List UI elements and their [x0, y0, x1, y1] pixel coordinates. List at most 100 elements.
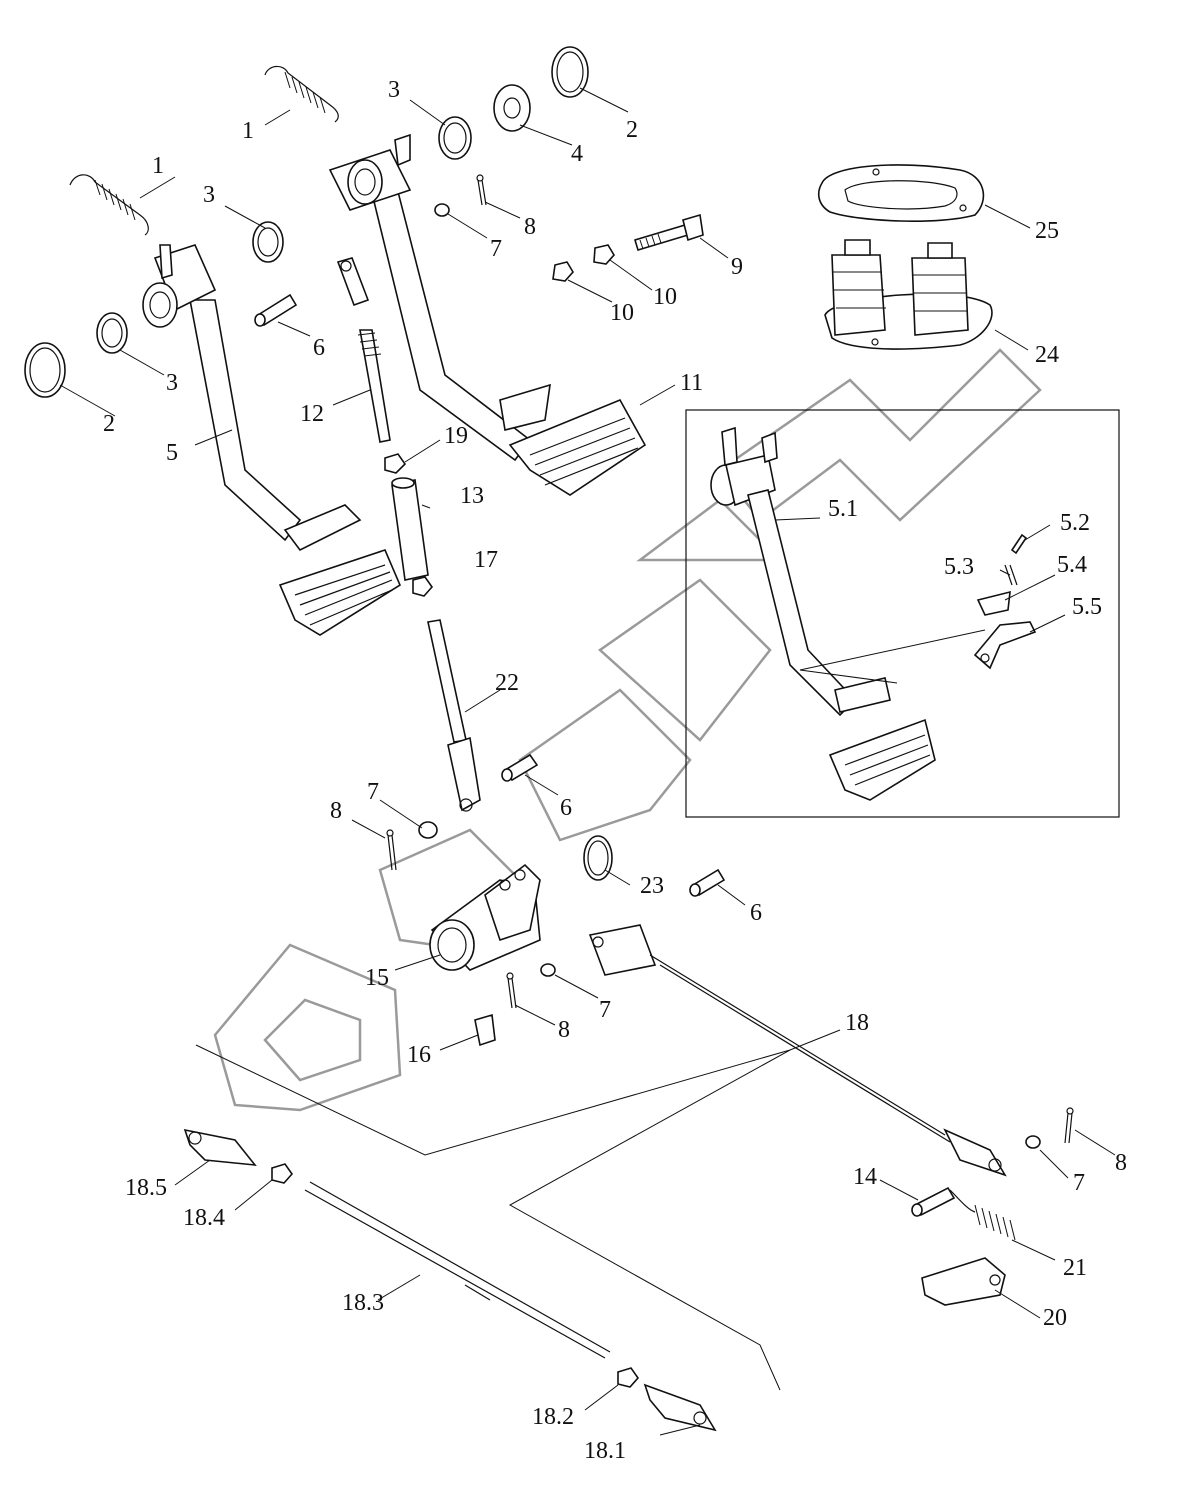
pin-14	[911, 1186, 956, 1217]
callout-3-right: 3	[388, 77, 400, 103]
callout-10-a: 10	[653, 284, 677, 310]
callout-10-b: 10	[610, 300, 634, 326]
washer-7-low	[540, 963, 556, 977]
callout-6-low: 6	[750, 900, 762, 926]
callout-7-right: 7	[1073, 1170, 1085, 1196]
grease-fitting-16	[474, 1013, 496, 1047]
rod-18-3	[304, 1181, 611, 1359]
bolt-9	[634, 213, 704, 251]
pedal-5	[142, 244, 402, 636]
callout-3-left-a: 3	[166, 370, 178, 396]
washer-7-mid	[418, 821, 438, 839]
spring-1-right	[264, 65, 339, 123]
callout-21: 21	[1063, 1255, 1087, 1281]
callout-18-5: 18.5	[125, 1175, 167, 1201]
callout-17: 17	[474, 547, 498, 573]
callout-23: 23	[640, 873, 664, 899]
callout-2-right: 2	[626, 117, 638, 143]
snap-ring-2-left	[24, 342, 66, 398]
cotter-pin-8-right	[1064, 1107, 1074, 1144]
rod-18	[588, 924, 1007, 1177]
callout-5-1: 5.1	[828, 496, 858, 522]
nut-18-4	[271, 1163, 294, 1184]
washer-7-right	[1025, 1135, 1041, 1149]
callout-25: 25	[1035, 218, 1059, 244]
clevis-18-1	[643, 1383, 717, 1432]
snap-ring-2-right	[551, 46, 589, 98]
callout-18-3: 18.3	[342, 1290, 384, 1316]
callout-5: 5	[166, 440, 178, 466]
callout-7-low: 7	[599, 997, 611, 1023]
callout-8-low: 8	[558, 1017, 570, 1043]
callout-14: 14	[853, 1164, 877, 1190]
plate-5-4	[976, 590, 1011, 616]
callout-5-2: 5.2	[1060, 510, 1090, 536]
callout-1-right: 1	[242, 118, 254, 144]
callout-24: 24	[1035, 342, 1059, 368]
callout-7-mid: 7	[367, 779, 379, 805]
callout-12: 12	[300, 401, 324, 427]
callout-18-1: 18.1	[584, 1438, 626, 1464]
spring-5-3	[1004, 564, 1018, 586]
callout-16: 16	[407, 1042, 431, 1068]
callout-4: 4	[571, 141, 583, 167]
detail-box-5	[685, 409, 1120, 818]
washer-4	[493, 84, 531, 132]
callout-18-4: 18.4	[183, 1205, 225, 1231]
callout-6-mid: 6	[560, 795, 572, 821]
callout-2-left: 2	[103, 411, 115, 437]
callout-9: 9	[731, 254, 743, 280]
callout-15: 15	[365, 965, 389, 991]
pin-6-low	[689, 868, 726, 897]
callout-5-5: 5.5	[1072, 594, 1102, 620]
washer-3-right	[438, 116, 472, 160]
callout-8-top: 8	[524, 214, 536, 240]
leader-lines	[59, 87, 1116, 1436]
callout-19: 19	[444, 423, 468, 449]
pin-6-top	[254, 293, 298, 327]
pin-6-mid	[501, 753, 539, 782]
callouts: 1 1 2 2 3 3 3 4 5 6 6 6 7 7 7 7 8 8 8 8 …	[103, 77, 1127, 1464]
washer-7-top	[434, 203, 450, 217]
clevis-18-5	[183, 1128, 257, 1166]
pedal-11	[328, 133, 647, 496]
callout-22: 22	[495, 670, 519, 696]
callout-8-mid: 8	[330, 798, 342, 824]
clevis-rod-12	[336, 257, 391, 443]
spring-1-left	[69, 174, 149, 236]
latch-5-5	[973, 621, 1037, 670]
nut-10-a	[593, 244, 615, 265]
callout-8-right: 8	[1115, 1150, 1127, 1176]
callout-13: 13	[460, 483, 484, 509]
callout-6-top: 6	[313, 335, 325, 361]
washer-3-left-a	[96, 312, 128, 354]
callout-18-2: 18.2	[532, 1404, 574, 1430]
cotter-pin-8-top	[476, 174, 487, 206]
callout-11: 11	[680, 370, 703, 396]
callout-7-top: 7	[490, 236, 502, 262]
spring-21	[949, 1189, 1016, 1241]
sleeve-13	[391, 477, 429, 581]
callout-5-4: 5.4	[1057, 552, 1087, 578]
nut-19	[384, 453, 407, 474]
callout-5-3: 5.3	[944, 554, 974, 580]
nut-10-b	[552, 261, 574, 282]
shaft-15	[429, 863, 541, 971]
pedal-detail-5-1	[710, 426, 936, 801]
snap-ring-23	[583, 835, 613, 881]
nut-18-2	[617, 1367, 640, 1388]
watermark-logo	[213, 348, 1042, 1112]
cotter-pin-8-low	[506, 972, 517, 1009]
washer-3-left-b	[252, 221, 284, 263]
callout-20: 20	[1043, 1305, 1067, 1331]
cover-plate-25	[817, 164, 985, 222]
boot-plate-24	[824, 239, 993, 350]
rod-22	[427, 619, 481, 812]
bracket-20	[921, 1257, 1006, 1306]
cotter-pin-8-mid	[386, 829, 397, 871]
nut-17	[412, 576, 434, 597]
callout-18: 18	[845, 1010, 869, 1036]
callout-3-left-b: 3	[203, 182, 215, 208]
